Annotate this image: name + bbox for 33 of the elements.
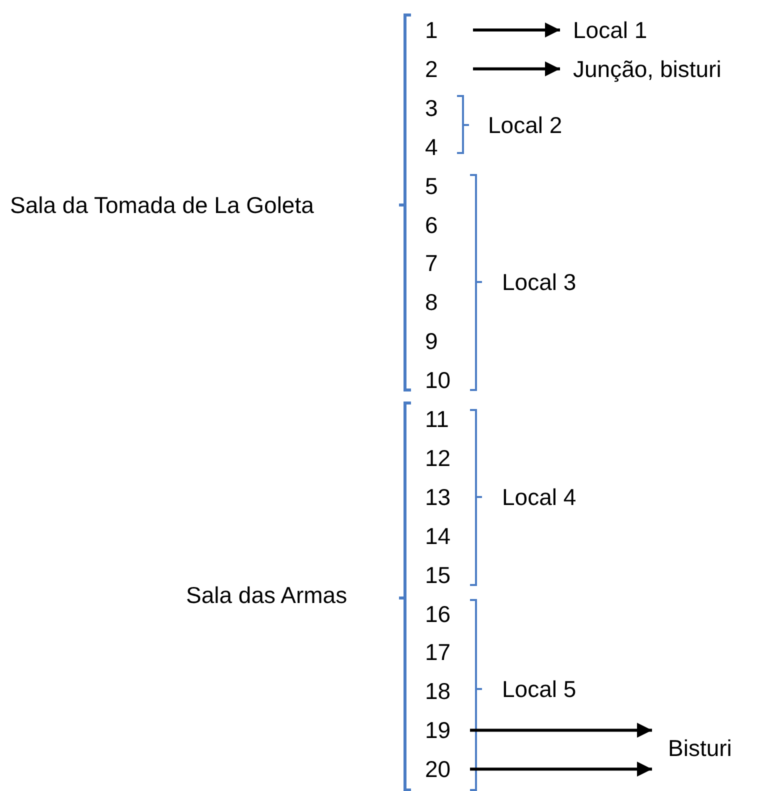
group-label: Local 4 bbox=[502, 484, 576, 510]
group-label: Sala da Tomada de La Goleta bbox=[10, 192, 314, 218]
row-number: 6 bbox=[425, 212, 438, 238]
row-number: 4 bbox=[425, 134, 438, 160]
row-number: 7 bbox=[425, 250, 438, 276]
row-number: 15 bbox=[425, 562, 451, 588]
row-number: 3 bbox=[425, 94, 438, 121]
arrow bbox=[470, 762, 652, 777]
row-number: 11 bbox=[425, 406, 449, 432]
group-label: Local 2 bbox=[488, 112, 562, 138]
arrow bbox=[473, 61, 560, 76]
row-number: 14 bbox=[425, 522, 451, 549]
row-number: 10 bbox=[425, 367, 451, 394]
row-number: 20 bbox=[425, 756, 470, 782]
row-number: 9 bbox=[425, 328, 438, 354]
group-label: Sala das Armas bbox=[186, 582, 348, 608]
destination-label: Junção, bisturi bbox=[573, 56, 763, 82]
group-label: Local 3 bbox=[502, 269, 576, 295]
arrow bbox=[470, 722, 652, 738]
row-number: 16 bbox=[425, 600, 451, 626]
destination-label: Bisturi bbox=[668, 735, 758, 761]
row-number: 17 bbox=[425, 639, 451, 666]
row-number: 18 bbox=[425, 678, 451, 704]
row-number: 5 bbox=[425, 172, 438, 199]
row-number: 8 bbox=[425, 289, 438, 316]
row-number: 1 bbox=[425, 17, 473, 43]
group-label: Local 5 bbox=[502, 676, 576, 702]
destination-label: Local 1 bbox=[573, 17, 683, 43]
row-number: 12 bbox=[425, 444, 451, 471]
arrow bbox=[473, 22, 560, 38]
row-number: 13 bbox=[425, 484, 451, 510]
row-number: 19 bbox=[425, 717, 470, 744]
row-number: 2 bbox=[425, 56, 473, 82]
